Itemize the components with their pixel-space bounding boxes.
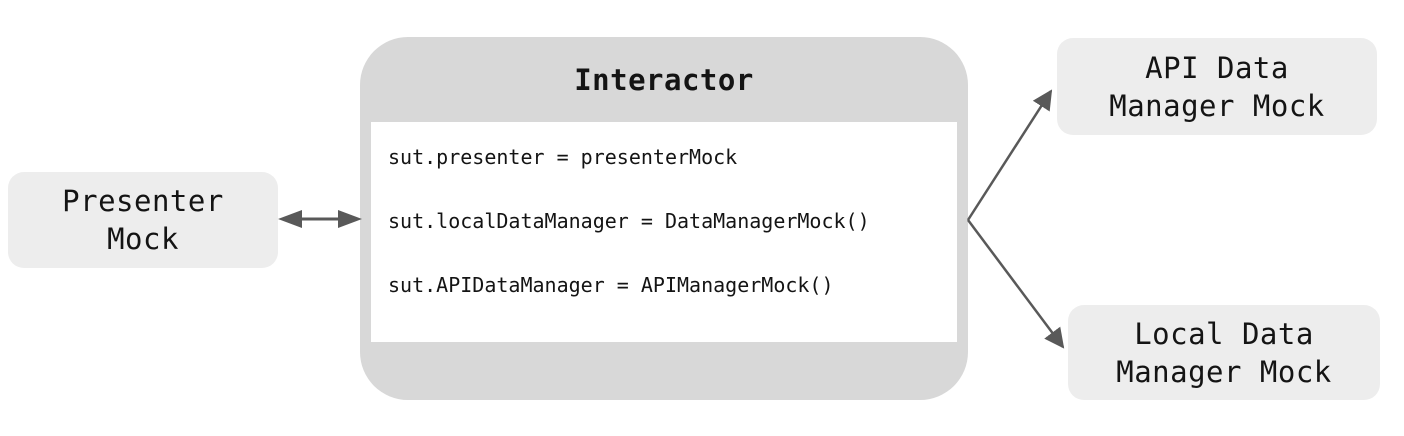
node-local-data-manager-mock: Local Data Manager Mock <box>1068 305 1380 400</box>
node-interactor: Interactor sut.presenter = presenterMock… <box>360 37 968 400</box>
interactor-code-panel: sut.presenter = presenterMock sut.localD… <box>371 122 957 342</box>
node-label-line: Manager Mock <box>1109 88 1325 123</box>
arrow-interactor-to-local-data-manager <box>966 219 1065 349</box>
node-presenter-mock: Presenter Mock <box>8 172 278 268</box>
node-api-data-manager-mock: API Data Manager Mock <box>1057 38 1377 135</box>
code-line: sut.APIDataManager = APIManagerMock() <box>388 273 834 297</box>
bidirectional-arrow-presenter-interactor <box>278 210 362 228</box>
node-label-line: Manager Mock <box>1116 354 1332 389</box>
code-line: sut.localDataManager = DataManagerMock() <box>388 209 870 233</box>
code-line: sut.presenter = presenterMock <box>388 145 738 169</box>
node-label-line: Mock <box>107 222 179 256</box>
node-label-line: Presenter <box>62 184 224 218</box>
node-label-line: API Data <box>1145 50 1289 85</box>
arrow-interactor-to-api-data-manager <box>966 89 1053 221</box>
interactor-title: Interactor <box>574 62 754 97</box>
node-label-line: Local Data <box>1134 316 1314 351</box>
